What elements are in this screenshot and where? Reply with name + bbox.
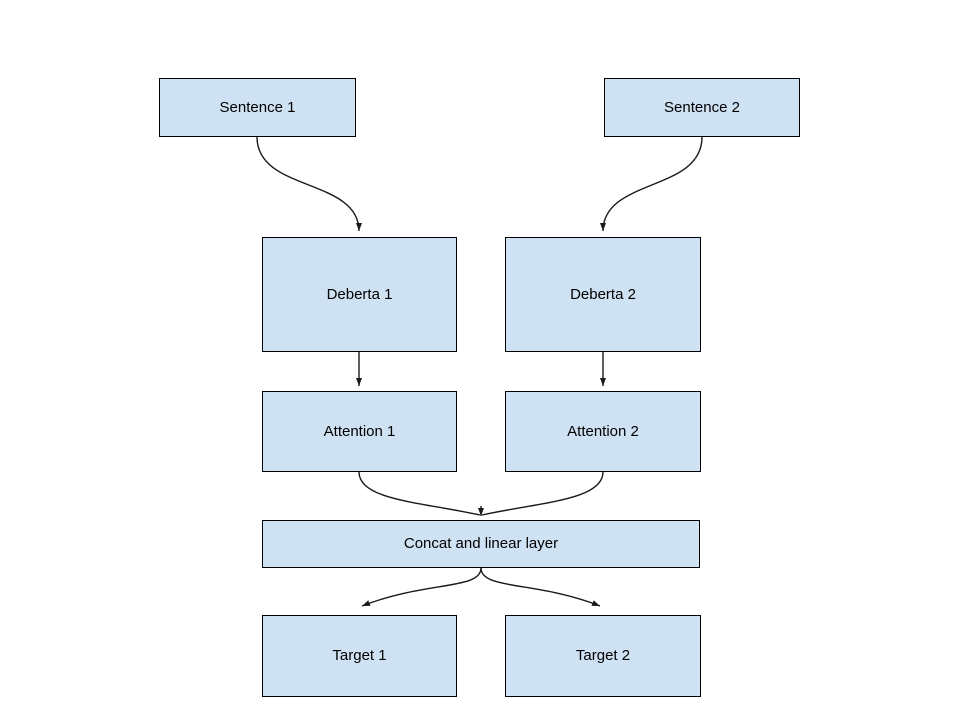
curve-attention1-to-concat <box>358 471 481 516</box>
node-attention-2-label: Attention 2 <box>567 422 639 440</box>
node-deberta-1: Deberta 1 <box>262 237 457 352</box>
arrow-concat-to-target1 <box>361 567 482 607</box>
node-target-1: Target 1 <box>262 615 457 697</box>
node-target-1-label: Target 1 <box>332 647 387 664</box>
node-attention-2: Attention 2 <box>505 391 701 472</box>
node-attention-1: Attention 1 <box>262 391 457 472</box>
node-deberta-1-label: Deberta 1 <box>326 285 393 303</box>
arrow-concat-to-target2 <box>480 567 601 607</box>
node-sentence-2-label: Sentence 2 <box>664 98 740 116</box>
node-sentence-1-label: Sentence 1 <box>219 98 296 116</box>
node-concat-linear-label: Concat and linear layer <box>403 535 559 552</box>
node-attention-1-label: Attention 1 <box>323 422 396 440</box>
node-sentence-1: Sentence 1 <box>159 78 356 137</box>
arrow-sentence2-to-deberta2 <box>600 136 703 232</box>
node-target-2-label: Target 2 <box>575 647 631 664</box>
node-concat-linear: Concat and linear layer <box>262 520 700 568</box>
node-target-2: Target 2 <box>505 615 701 697</box>
arrow-sentence1-to-deberta1 <box>256 136 362 232</box>
node-deberta-2: Deberta 2 <box>505 237 701 352</box>
curve-attention2-to-concat <box>481 471 604 516</box>
node-sentence-2: Sentence 2 <box>604 78 800 137</box>
node-deberta-2-label: Deberta 2 <box>570 285 636 303</box>
